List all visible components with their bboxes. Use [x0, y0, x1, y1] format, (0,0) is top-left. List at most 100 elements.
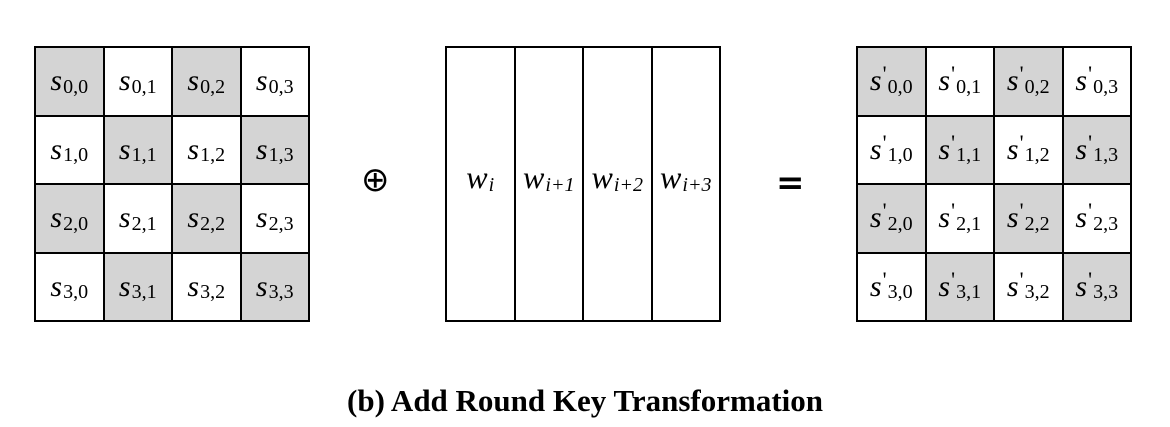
cell-subscript: 3,2 — [200, 281, 226, 304]
state-cell: s'1,2 — [994, 115, 1063, 184]
state-cell: s'3,0 — [857, 252, 926, 321]
cell-symbol: s — [118, 269, 131, 303]
cell-subscript: 2,1 — [956, 212, 982, 235]
cell-subscript: 2,2 — [200, 212, 226, 235]
prime-mark: ' — [951, 61, 956, 87]
cell-symbol: s — [1006, 64, 1019, 98]
cell-subscript: 0,0 — [887, 75, 913, 98]
cell-symbol: s — [1006, 269, 1019, 303]
cell-symbol: s — [1075, 269, 1088, 303]
prime-mark: ' — [1019, 61, 1024, 87]
prime-mark: ' — [951, 198, 956, 224]
xor-symbol: ⊕ — [361, 160, 390, 200]
cell-symbol: s — [187, 132, 200, 166]
key-word-symbol: w — [591, 159, 613, 195]
cell-symbol: s — [255, 201, 268, 235]
cell-symbol: s — [1006, 201, 1019, 235]
state-cell: s'1,1 — [925, 115, 994, 184]
cell-symbol: s — [255, 132, 268, 166]
cell-subscript: 3,2 — [1024, 281, 1050, 304]
figure-caption: (b) Add Round Key Transformation — [347, 383, 823, 418]
state-cell: s'0,3 — [1062, 47, 1131, 116]
cell-subscript: 0,2 — [200, 75, 226, 98]
state-cell: s'2,1 — [925, 184, 994, 253]
cell-subscript: 0,2 — [1024, 75, 1050, 98]
prime-mark: ' — [1019, 266, 1024, 292]
prime-mark: ' — [1019, 129, 1024, 155]
equals-sign: = — [776, 163, 805, 203]
cell-subscript: 0,1 — [956, 75, 982, 98]
cell-subscript: 2,3 — [268, 212, 294, 235]
prime-mark: ' — [882, 129, 887, 155]
key-word-subscript: i+1 — [545, 173, 575, 196]
cell-symbol: s — [118, 132, 131, 166]
state-cell: s'1,3 — [1062, 115, 1131, 184]
cell-subscript: 3,0 — [887, 281, 913, 304]
cell-subscript: 1,0 — [63, 144, 89, 167]
key-word-subscript: i — [488, 173, 495, 196]
prime-mark: ' — [882, 61, 887, 87]
cell-subscript: 1,0 — [887, 144, 913, 167]
cell-symbol: s — [869, 269, 882, 303]
prime-mark: ' — [882, 266, 887, 292]
prime-mark: ' — [951, 129, 956, 155]
prime-mark: ' — [1088, 129, 1093, 155]
key-word-subscript: i+3 — [682, 173, 712, 196]
state-cell: s'0,1 — [925, 47, 994, 116]
cell-symbol: s — [1075, 64, 1088, 98]
cell-subscript: 0,0 — [63, 75, 89, 98]
cell-subscript: 3,0 — [63, 281, 89, 304]
cell-symbol: s — [869, 201, 882, 235]
state-cell: s'3,2 — [994, 252, 1063, 321]
cell-symbol: s — [118, 201, 131, 235]
key-word-symbol: w — [523, 159, 545, 195]
state-cell: s'0,0 — [857, 47, 926, 116]
key-word-symbol: w — [466, 159, 488, 195]
cell-subscript: 3,1 — [131, 281, 157, 304]
cell-subscript: 3,3 — [1093, 281, 1119, 304]
cell-subscript: 1,1 — [956, 144, 982, 167]
cell-symbol: s — [1075, 201, 1088, 235]
cell-subscript: 1,2 — [1024, 144, 1050, 167]
cell-subscript: 1,2 — [200, 144, 226, 167]
cell-subscript: 2,3 — [1093, 212, 1119, 235]
cell-symbol: s — [938, 269, 951, 303]
cell-symbol: s — [938, 201, 951, 235]
prime-mark: ' — [1088, 198, 1093, 224]
cell-symbol: s — [869, 132, 882, 166]
cell-symbol: s — [118, 64, 131, 98]
cell-subscript: 1,3 — [268, 144, 294, 167]
cell-symbol: s — [50, 201, 63, 235]
prime-mark: ' — [882, 198, 887, 224]
prime-mark: ' — [1088, 61, 1093, 87]
cell-symbol: s — [50, 269, 63, 303]
cell-subscript: 2,2 — [1024, 212, 1050, 235]
cell-subscript: 2,0 — [887, 212, 913, 235]
state-cell: s'3,3 — [1062, 252, 1131, 321]
cell-subscript: 2,0 — [63, 212, 89, 235]
state-cell: s'0,2 — [994, 47, 1063, 116]
cell-subscript: 1,1 — [131, 144, 157, 167]
cell-subscript: 0,3 — [1093, 75, 1119, 98]
cell-symbol: s — [255, 269, 268, 303]
prime-mark: ' — [1019, 198, 1024, 224]
cell-symbol: s — [1075, 132, 1088, 166]
cell-subscript: 0,1 — [131, 75, 157, 98]
state-cell: s'2,2 — [994, 184, 1063, 253]
